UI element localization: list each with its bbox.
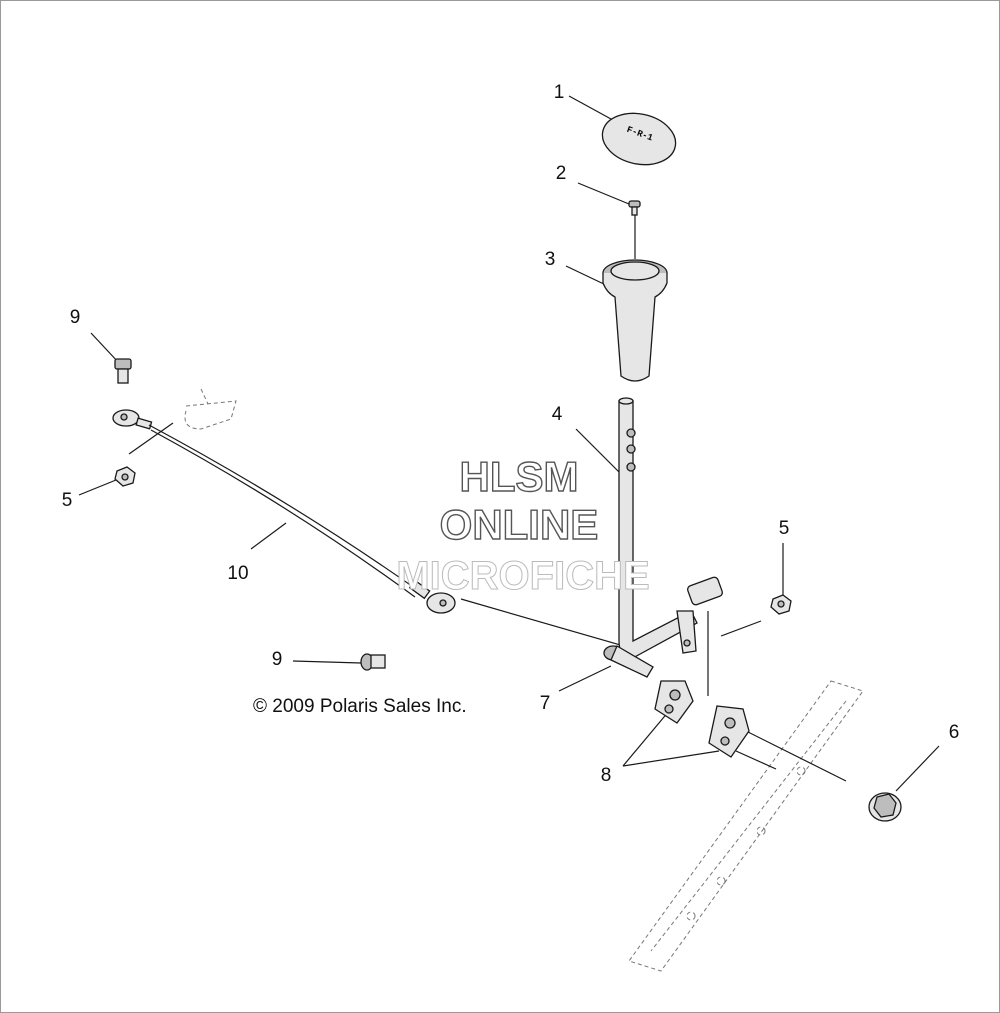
watermark-line-1: HLSM [460,453,579,500]
callout-8: 8 [601,765,612,786]
bushing-part-upper [654,680,694,724]
screw-part [628,200,641,216]
bushing-part-lower [708,705,750,758]
callout-3: 3 [545,249,556,270]
linkage-rod-part [112,409,456,614]
callout-1: 1 [554,82,565,103]
knob-cap-part: F-R-1 [601,112,677,166]
watermark-line-3: MICROFICHE [396,554,649,598]
callout-labels: 1 2 3 4 5 5 6 7 8 9 9 10 [62,82,960,786]
bolt-part-lower [360,653,386,671]
bolt-part [603,645,654,678]
bracket-outline [184,388,237,430]
watermark: HLSM ONLINE MICROFICHE [396,452,650,598]
callout-2: 2 [556,163,567,184]
callout-5-left: 5 [62,490,73,511]
callout-10: 10 [227,563,248,584]
callout-7: 7 [540,693,551,714]
nut-part-right [770,594,792,615]
copyright-text: © 2009 Polaris Sales Inc. [253,696,467,717]
frame-rail-outline [628,680,864,972]
callout-6: 6 [949,722,960,743]
leader-lines [78,95,940,792]
bolt-part-upper [114,358,132,384]
callout-4: 4 [552,404,563,425]
flange-nut-part [868,792,902,822]
callout-9-lower: 9 [272,649,283,670]
nut-part-left [114,466,136,487]
callout-9-upper: 9 [70,307,81,328]
callout-5-right: 5 [779,518,790,539]
watermark-line-2: ONLINE [440,501,599,548]
shift-knob-part [602,259,668,382]
